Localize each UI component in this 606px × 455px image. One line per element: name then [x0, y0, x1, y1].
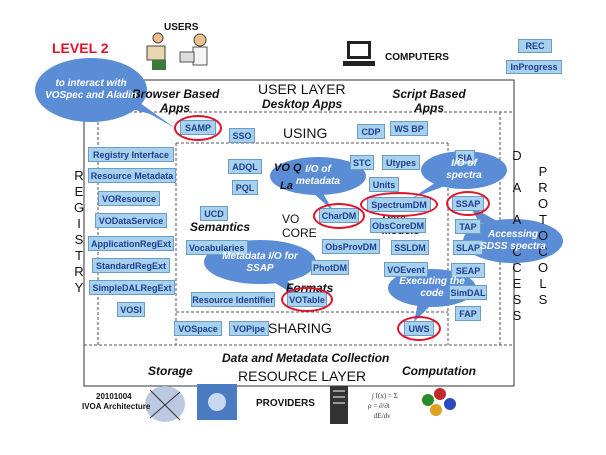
std-simpledalregext[interactable]: SimpleDALRegExt [89, 280, 175, 295]
highlight-samp [174, 115, 222, 141]
std-resource-identifier[interactable]: Resource Identifier [191, 292, 275, 307]
std-ucd[interactable]: UCD [200, 206, 228, 221]
std-standardregext[interactable]: StandardRegExt [92, 258, 170, 273]
registry-letter: I [77, 216, 81, 231]
legend-inprogress: InProgress [506, 60, 562, 74]
highlight-chardm [313, 203, 365, 229]
footer-arch: IVOA Architecture [82, 402, 151, 411]
desktop-apps-label: Desktop Apps [262, 97, 343, 111]
computers-label: COMPUTERS [385, 52, 449, 63]
access-letter: A [512, 180, 522, 195]
resource-layer-label: RESOURCE LAYER [238, 368, 367, 384]
vo-query-label: VO Q [274, 162, 302, 174]
semantics-label: Semantics [190, 220, 251, 234]
std-ws-bp[interactable]: WS BP [390, 121, 428, 136]
using-label: USING [283, 125, 328, 141]
std-tap[interactable]: TAP [455, 219, 481, 234]
protocols-letter: T [539, 212, 547, 227]
std-sia[interactable]: SIA [455, 150, 475, 165]
callout-samp-shape [35, 58, 175, 128]
std-adql[interactable]: ADQL [228, 159, 262, 174]
access-letter: D [512, 148, 522, 163]
svg-text:ρ = ∂/∂t: ρ = ∂/∂t [368, 402, 390, 410]
callout-samp: to interact with VOSpec and Aladin [45, 77, 137, 102]
std-ssldm[interactable]: SSLDM [391, 240, 429, 255]
level-title: LEVEL 2 [52, 40, 109, 56]
providers-label: PROVIDERS [256, 398, 315, 409]
callout-metadata: I/O of metadata [296, 163, 340, 188]
std-obsprovdm[interactable]: ObsProvDM [322, 239, 380, 254]
vo-query-lang-label: La [280, 180, 293, 192]
std-stc[interactable]: STC [350, 155, 374, 170]
registry-letter: R [74, 168, 84, 183]
registry-letter: S [74, 232, 84, 247]
provider-pictograms: ∫ f(x) = Σ ρ = ∂/∂t dE/dν [145, 384, 456, 424]
callout-votable: Metadata I/O for SSAP [222, 250, 298, 275]
access-letter: A [512, 212, 522, 227]
svg-text:∫ f(x) = Σ: ∫ f(x) = Σ [371, 392, 398, 400]
std-voresource[interactable]: VOResource [98, 191, 160, 206]
highlight-votable [281, 287, 333, 312]
access-letter: C [512, 260, 522, 275]
sharing-label: SHARING [268, 320, 332, 336]
std-slap[interactable]: SLAP [453, 240, 483, 255]
std-simdal[interactable]: SimDAL [449, 285, 487, 300]
registry-letter: R [74, 264, 84, 279]
protocols-letter: O [537, 260, 549, 275]
highlight-uws [397, 316, 441, 341]
std-utypes[interactable]: Utypes [382, 155, 420, 170]
access-letter: S [512, 308, 522, 323]
storage-label: Storage [148, 364, 193, 378]
access-letter: E [512, 276, 522, 291]
registry-letter: G [73, 200, 85, 215]
users-label: USERS [164, 22, 199, 33]
protocols-letter: P [538, 164, 548, 179]
protocols-letter: R [538, 180, 548, 195]
protocols-letter: O [537, 228, 549, 243]
std-fap[interactable]: FAP [455, 306, 481, 321]
protocols-letter: L [539, 276, 547, 291]
std-sso[interactable]: SSO [229, 128, 255, 143]
registry-letter: E [74, 184, 84, 199]
std-vopipe[interactable]: VOPipe [229, 321, 269, 336]
std-vocabularies[interactable]: Vocabularies [186, 240, 248, 255]
callout-uws: Executing the code [399, 275, 465, 300]
std-registry-interface[interactable]: Registry Interface [88, 147, 174, 162]
registry-letter: Y [74, 280, 84, 295]
std-applicationregext[interactable]: ApplicationRegExt [88, 236, 174, 251]
std-seap[interactable]: SEAP [451, 263, 485, 278]
access-letter: S [512, 292, 522, 307]
std-voevent[interactable]: VOEvent [384, 262, 428, 277]
computation-label: Computation [402, 364, 476, 378]
registry-letter: T [75, 248, 83, 263]
highlight-ssap [446, 191, 490, 216]
svg-text:dE/dν: dE/dν [374, 412, 390, 420]
std-cdp[interactable]: CDP [357, 124, 385, 139]
std-photdm[interactable]: PhotDM [311, 260, 349, 275]
protocols-letter: S [538, 292, 548, 307]
std-units[interactable]: Units [369, 177, 399, 192]
user-layer-title: USER LAYER [258, 81, 346, 97]
std-vospace[interactable]: VOSpace [174, 321, 222, 336]
std-pql[interactable]: PQL [232, 180, 258, 195]
footer-date: 20101004 [96, 392, 132, 401]
protocols-letter: O [537, 196, 549, 211]
callout-ssap: Accessing SDSS spectra [480, 228, 546, 253]
data-collection-label: Data and Metadata Collection [222, 351, 390, 365]
protocols-letter: C [538, 244, 548, 259]
std-resource-metadata[interactable]: Resource Metadata [88, 168, 176, 183]
computer-pictogram [343, 41, 375, 66]
legend-rec: REC [518, 39, 552, 53]
access-letter: C [512, 244, 522, 259]
std-vodataservice[interactable]: VODataService [95, 213, 167, 228]
users-pictogram [146, 32, 208, 70]
std-vosi[interactable]: VOSI [117, 302, 145, 317]
callout-spectra: I/O of spectra [446, 157, 482, 182]
highlight-spectrumdm [360, 192, 438, 217]
std-obscoredm[interactable]: ObsCoreDM [370, 218, 426, 233]
